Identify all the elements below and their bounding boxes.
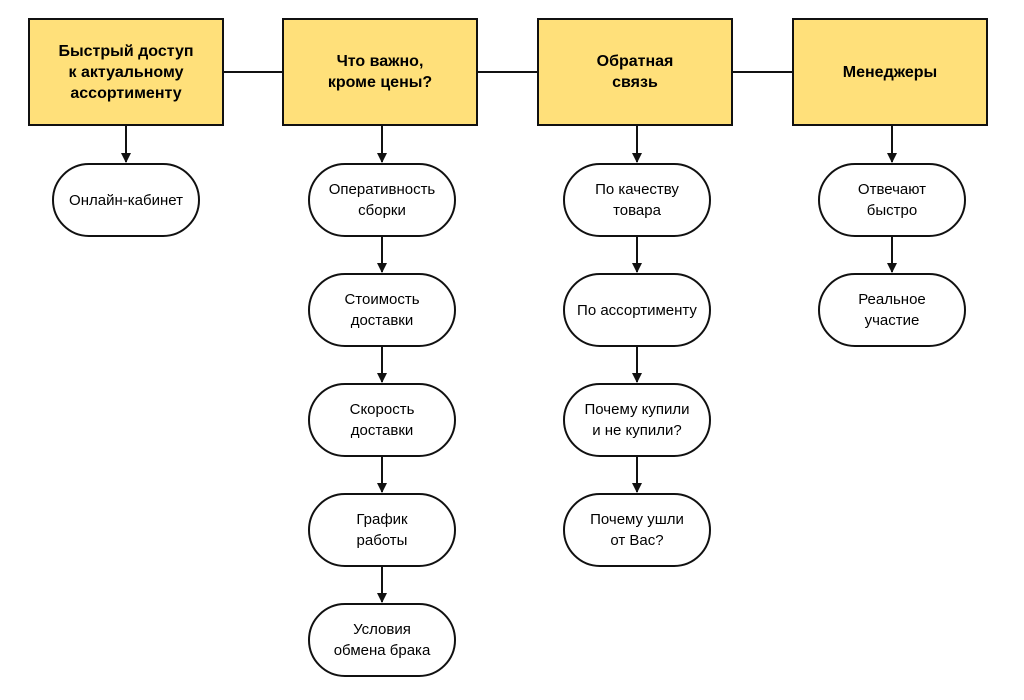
node-assortment: По ассортименту	[563, 273, 711, 347]
node-product-quality: По качеству товара	[563, 163, 711, 237]
node-online-cabinet: Онлайн-кабинет	[52, 163, 200, 237]
node-defect-exchange: Условия обмена брака	[308, 603, 456, 677]
header-what-matters: Что важно, кроме цены?	[282, 18, 478, 126]
header-quick-access: Быстрый доступ к актуальному ассортимент…	[28, 18, 224, 126]
node-real-participation: Реальное участие	[818, 273, 966, 347]
header-managers: Менеджеры	[792, 18, 988, 126]
node-why-bought: Почему купили и не купили?	[563, 383, 711, 457]
node-respond-fast: Отвечают быстро	[818, 163, 966, 237]
node-work-schedule: График работы	[308, 493, 456, 567]
node-why-left: Почему ушли от Вас?	[563, 493, 711, 567]
node-delivery-speed: Скорость доставки	[308, 383, 456, 457]
header-feedback: Обратная связь	[537, 18, 733, 126]
node-assembly-speed: Оперативность сборки	[308, 163, 456, 237]
node-delivery-cost: Стоимость доставки	[308, 273, 456, 347]
